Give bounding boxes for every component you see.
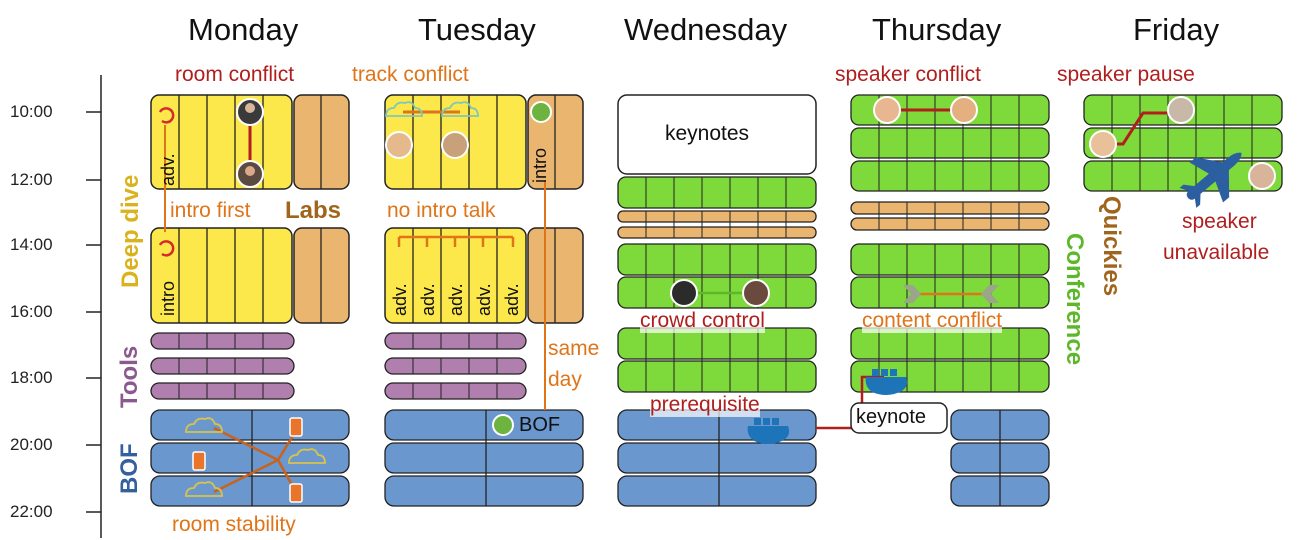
speaker-avatar (236, 98, 264, 126)
session-keynote: keynote (856, 406, 927, 428)
airplane-icon (1179, 152, 1242, 208)
day-header-friday: Friday (1133, 12, 1220, 47)
track-label-quickies: Quickies (1098, 196, 1125, 297)
day-header-thursday: Thursday (872, 12, 1002, 47)
session-intro: intro (530, 147, 550, 183)
annotation-room-stability: room stability (172, 513, 296, 536)
tuesday-tools (384, 332, 527, 400)
annotation-intro-first: intro first (170, 199, 251, 222)
annotation-speaker-conflict: speaker conflict (835, 63, 981, 86)
thursday-bof (950, 409, 1050, 507)
day-header-monday: Monday (188, 12, 299, 47)
annotation-no-intro-talk: no intro talk (387, 199, 496, 222)
phone-icon (192, 417, 303, 503)
speaker-avatar (1089, 96, 1276, 190)
speaker-avatar (236, 160, 264, 188)
tuesday-deep-dive-afternoon (384, 227, 527, 324)
track-label-tools: Tools (116, 345, 143, 408)
session-adv: adv. (446, 283, 466, 316)
time-tick: 22:00 (10, 502, 53, 521)
annotation-same-day: day (548, 368, 582, 391)
time-tick: 14:00 (10, 235, 53, 254)
time-tick: 16:00 (10, 302, 53, 321)
speaker-avatar (670, 279, 770, 307)
session-adv: adv. (474, 283, 494, 316)
annotation-content-conflict: content conflict (862, 309, 1003, 333)
speaker-avatar (385, 131, 469, 159)
no-intro-bracket (397, 235, 515, 247)
monday-deep-dive-afternoon (150, 227, 293, 324)
annotation-speaker-unavailable: speaker (1182, 210, 1257, 233)
session-keynotes: keynotes (665, 122, 750, 145)
session-bof: BOF (519, 414, 561, 436)
session-adv: adv. (158, 153, 178, 186)
wednesday-bof (617, 409, 817, 507)
docker-icon (865, 369, 908, 395)
session-adv: adv. (390, 283, 410, 316)
cloud-icon (385, 101, 479, 117)
annotation-speaker-pause: speaker pause (1057, 63, 1195, 86)
monday-tools-dividers (178, 333, 264, 399)
session-intro: intro (158, 280, 178, 316)
time-tick: 20:00 (10, 435, 53, 454)
wednesday-keynotes (617, 94, 817, 175)
track-label-conference: Conference (1061, 233, 1088, 366)
annotation-room-conflict: room conflict (175, 63, 295, 86)
session-adv: adv. (502, 283, 522, 316)
time-axis-ticks (86, 111, 101, 513)
speaker-avatar (873, 96, 978, 124)
wednesday-dividers (645, 177, 787, 392)
track-label-bof: BOF (116, 443, 143, 494)
time-tick: 12:00 (10, 170, 53, 189)
day-header-wednesday: Wednesday (624, 12, 788, 47)
monday-tools (150, 332, 295, 400)
monday-bof (150, 409, 350, 507)
day-header-tuesday: Tuesday (418, 12, 536, 47)
session-adv: adv. (418, 283, 438, 316)
thursday-keynote (850, 402, 948, 434)
thursday-conference-morning (850, 94, 1050, 192)
track-label-deep-dive: Deep dive (117, 174, 144, 288)
spring-icon (530, 101, 552, 123)
tuesday-bof (384, 409, 584, 507)
annotation-speaker-unavailable: unavailable (1163, 241, 1270, 264)
refresh-icon (158, 107, 175, 257)
time-tick: 10:00 (10, 102, 53, 121)
wednesday-conference-1 (617, 176, 817, 209)
tuesday-tools-dividers (412, 333, 498, 399)
annotation-crowd-control: crowd control (640, 309, 765, 333)
docker-icon (747, 418, 790, 444)
cloud-icon (185, 417, 326, 497)
annotation-prerequisite: prerequisite (650, 393, 760, 417)
track-label-labs: Labs (285, 197, 342, 224)
wednesday-labs (617, 210, 817, 239)
annotation-track-conflict: track conflict (352, 63, 469, 86)
content-icon (903, 285, 999, 303)
time-tick: 18:00 (10, 368, 53, 387)
thursday-conference-afternoon (850, 243, 1050, 393)
annotation-same-day: same (548, 337, 600, 360)
thursday-labs (850, 201, 1050, 231)
spring-icon (492, 414, 514, 436)
